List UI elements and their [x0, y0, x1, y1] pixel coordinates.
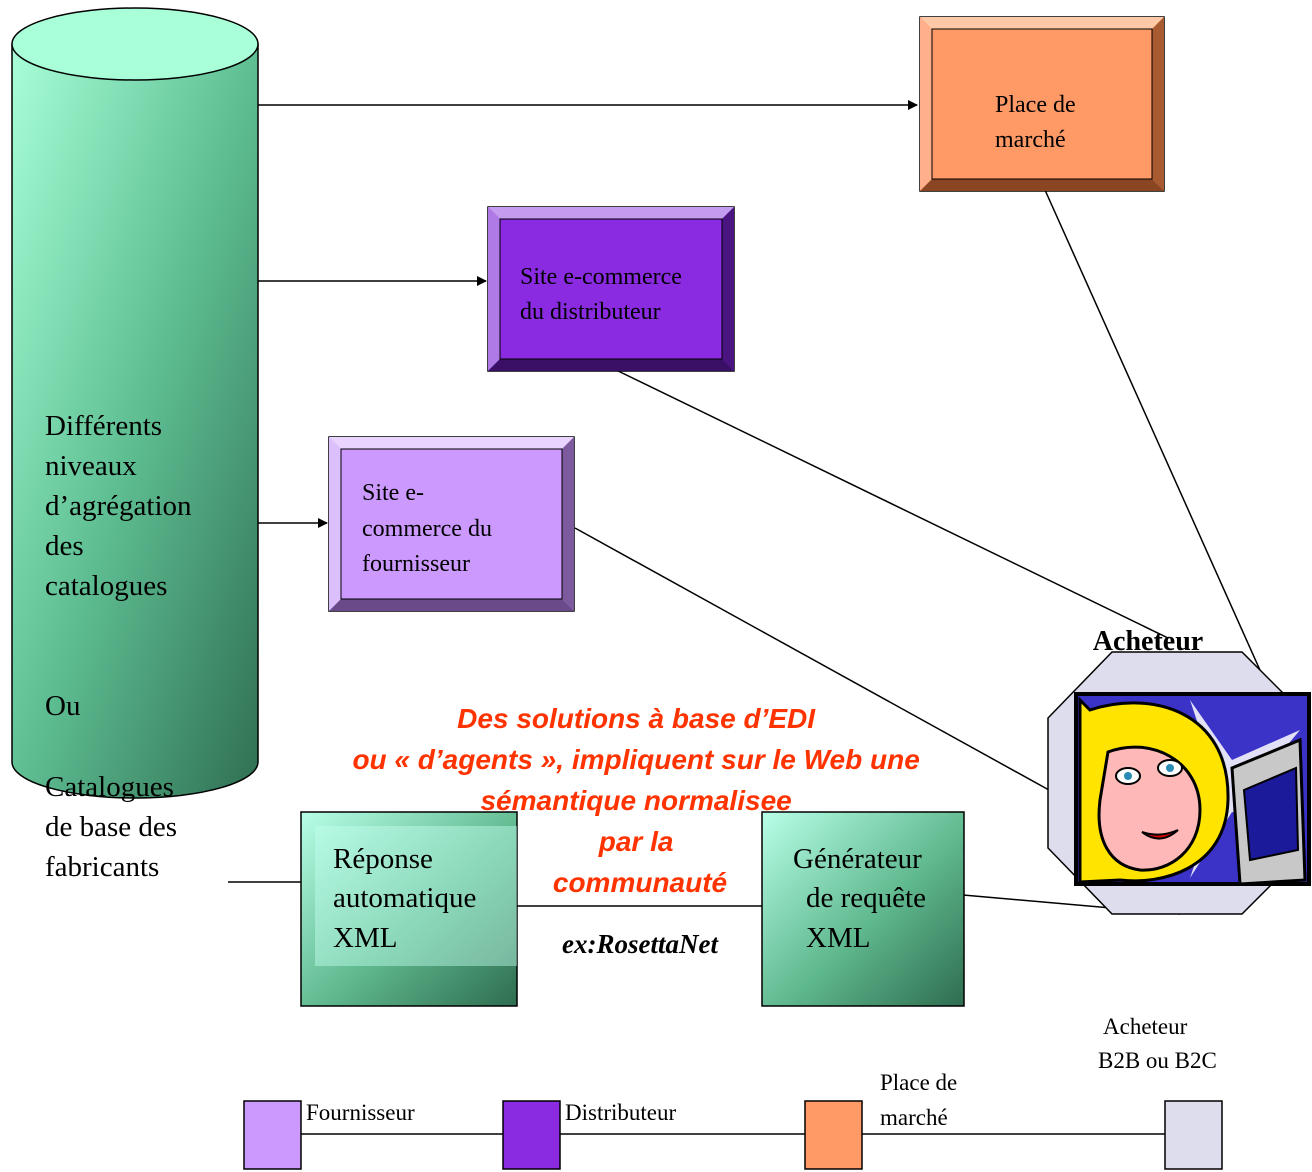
supplier-label: Site e- commerce du fournisseur	[362, 480, 498, 577]
callout-line: Des solutions à base d’EDI	[457, 703, 816, 734]
cylinder-label-line: fabricants	[45, 851, 159, 883]
supplier-label-line: fournisseur	[362, 551, 470, 577]
legend-label: Place de marché	[880, 1070, 963, 1130]
cylinder-label-line: d’agrégation	[45, 490, 192, 522]
cylinder-label-line: Catalogues	[45, 771, 174, 803]
connector-supplier-buyer	[574, 527, 1059, 796]
cylinder-label-line: catalogues	[45, 570, 167, 602]
legend-item-distributeur: Distributeur	[502, 1100, 676, 1170]
callout-line: communauté	[553, 867, 727, 898]
marketplace-label: Place de marché	[995, 92, 1082, 153]
xml-response-label-line: automatique	[333, 882, 476, 914]
callout-line: sémantique normalisee	[480, 785, 791, 816]
buyer-clipart-icon	[1074, 692, 1311, 886]
example-label: ex:RosettaNet	[562, 929, 719, 959]
cylinder-label: Différents niveaux d’agrégation des cata…	[45, 410, 199, 883]
legend-item-acheteur: Acheteur B2B ou B2C	[1098, 1014, 1223, 1170]
cylinder-body	[11, 43, 259, 799]
xml-request-label: Générateur de requête XML	[793, 843, 933, 954]
buyer: Acheteur	[1047, 626, 1311, 915]
cylinder-label-line: des	[45, 530, 84, 562]
legend: Fournisseur Distributeur Place de marché…	[243, 1014, 1223, 1170]
distributor-label-line: du distributeur	[520, 299, 661, 325]
legend-label-line: marché	[880, 1105, 948, 1130]
marketplace-label-line: Place de	[995, 92, 1076, 118]
legend-label-line: Acheteur	[1103, 1014, 1188, 1039]
legend-label-line: B2B ou B2C	[1098, 1048, 1217, 1073]
callout-line: ou « d’agents », impliquent sur le Web u…	[352, 744, 919, 775]
cylinder-label-line: niveaux	[45, 450, 137, 482]
xml-request-box: Générateur de requête XML	[761, 811, 965, 1007]
legend-swatch	[502, 1100, 561, 1170]
xml-response-label: Réponse automatique XML	[333, 843, 484, 954]
xml-request-label-line: Générateur	[793, 843, 922, 875]
buyer-label: Acheteur	[1093, 626, 1203, 657]
legend-swatch	[804, 1100, 863, 1170]
cylinder-label-line: Ou	[45, 690, 80, 722]
xml-response-label-line: Réponse	[333, 843, 433, 875]
legend-label: Fournisseur	[306, 1100, 415, 1125]
distributor-box: Site e-commerce du distributeur	[487, 206, 735, 372]
cylinder-top	[11, 7, 259, 81]
callout-line: par la	[598, 826, 674, 857]
supplier-label-line: Site e-	[362, 480, 424, 506]
connector-distributor-buyer	[611, 367, 1169, 639]
supplier-label-line: commerce du	[362, 516, 492, 542]
xml-response-box: Réponse automatique XML	[300, 811, 518, 1007]
distributor-label-line: Site e-commerce	[520, 264, 682, 290]
cylinder-label-line: de base des	[45, 811, 177, 843]
connector-marketplace-buyer	[1044, 189, 1269, 689]
xml-request-label-line: de requête	[806, 882, 926, 914]
xml-request-label-line: XML	[806, 922, 870, 954]
cylinder-label-line: Différents	[45, 410, 162, 442]
connectors	[517, 189, 1269, 915]
legend-label-line: Place de	[880, 1070, 957, 1095]
arrows	[228, 100, 918, 887]
legend-swatch	[243, 1100, 302, 1170]
marketplace-box: Place de marché	[919, 16, 1165, 192]
legend-item-fournisseur: Fournisseur	[243, 1100, 415, 1170]
catalogue-cylinder: Différents niveaux d’agrégation des cata…	[11, 7, 259, 883]
legend-label: Acheteur B2B ou B2C	[1098, 1014, 1217, 1073]
xml-response-label-line: XML	[333, 922, 397, 954]
supplier-box: Site e- commerce du fournisseur	[328, 436, 575, 612]
legend-swatch	[1164, 1100, 1223, 1170]
legend-item-place-de-marche: Place de marché	[804, 1070, 963, 1170]
callout-text: Des solutions à base d’EDI ou « d’agents…	[352, 703, 927, 898]
distributor-label: Site e-commerce du distributeur	[520, 264, 688, 325]
marketplace-label-line: marché	[995, 127, 1066, 153]
legend-label: Distributeur	[565, 1100, 676, 1125]
